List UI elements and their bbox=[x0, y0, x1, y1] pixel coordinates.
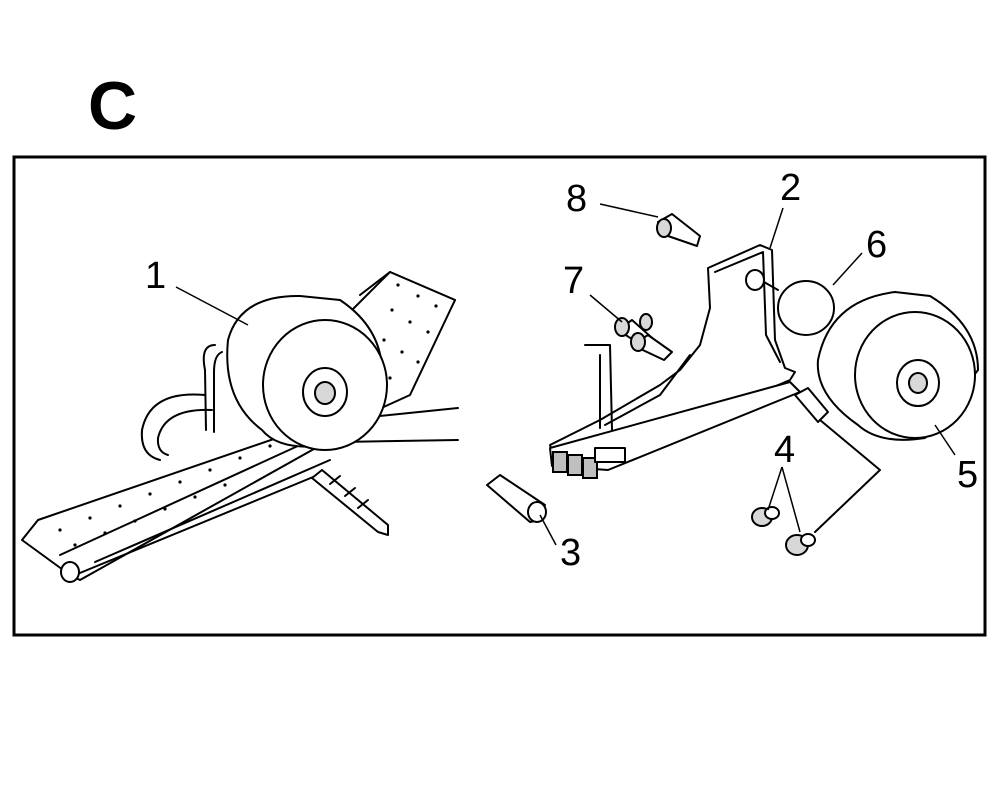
bolt-8 bbox=[656, 213, 701, 247]
leader-3 bbox=[539, 514, 557, 546]
callout-3: 3 bbox=[560, 532, 581, 574]
bracket-hole bbox=[745, 269, 765, 291]
leader-2 bbox=[769, 207, 784, 249]
roller-end bbox=[60, 561, 80, 583]
callout-8: 8 bbox=[566, 178, 587, 220]
insert-3 bbox=[486, 474, 547, 523]
rail-slot-2 bbox=[567, 454, 583, 476]
leader-lines bbox=[175, 203, 956, 546]
leader-4b bbox=[781, 466, 801, 533]
rail-slot-3 bbox=[582, 457, 598, 479]
rail-plate bbox=[594, 447, 626, 463]
leader-4a bbox=[767, 466, 783, 511]
rail-slot-1 bbox=[552, 451, 568, 473]
left-assembly bbox=[21, 271, 459, 583]
callout-1: 1 bbox=[145, 255, 166, 297]
leader-5 bbox=[934, 424, 956, 456]
deck-dots bbox=[382, 283, 438, 380]
section-letter: C bbox=[88, 68, 138, 144]
leader-8 bbox=[599, 203, 659, 218]
lower-deck-dots bbox=[58, 444, 272, 547]
pin-tip bbox=[311, 469, 389, 536]
washer-6 bbox=[777, 280, 835, 336]
bolts-7 bbox=[614, 313, 673, 361]
axle-rod bbox=[794, 387, 829, 423]
callout-4: 4 bbox=[774, 429, 795, 471]
wheel-5 bbox=[816, 291, 979, 441]
leader-7 bbox=[589, 294, 623, 323]
callout-5: 5 bbox=[957, 454, 978, 496]
nuts-4 bbox=[751, 506, 816, 556]
leader-6 bbox=[832, 252, 863, 286]
callout-2: 2 bbox=[780, 167, 801, 209]
diagram-frame bbox=[12, 155, 987, 637]
wheel-1 bbox=[226, 294, 388, 451]
callout-7: 7 bbox=[563, 260, 584, 302]
leader-1 bbox=[175, 286, 249, 326]
callout-6: 6 bbox=[866, 224, 887, 266]
right-assembly bbox=[486, 213, 979, 556]
